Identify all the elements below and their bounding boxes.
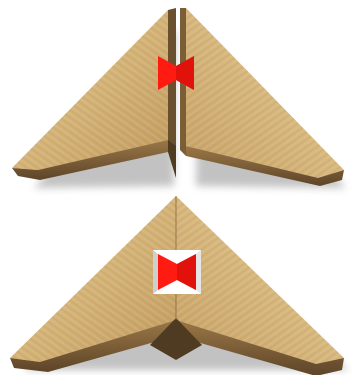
top-panel [12, 8, 346, 188]
bottom-panel [10, 196, 348, 375]
top-left-frame-piece [12, 8, 176, 180]
top-right-frame-piece [180, 8, 344, 186]
